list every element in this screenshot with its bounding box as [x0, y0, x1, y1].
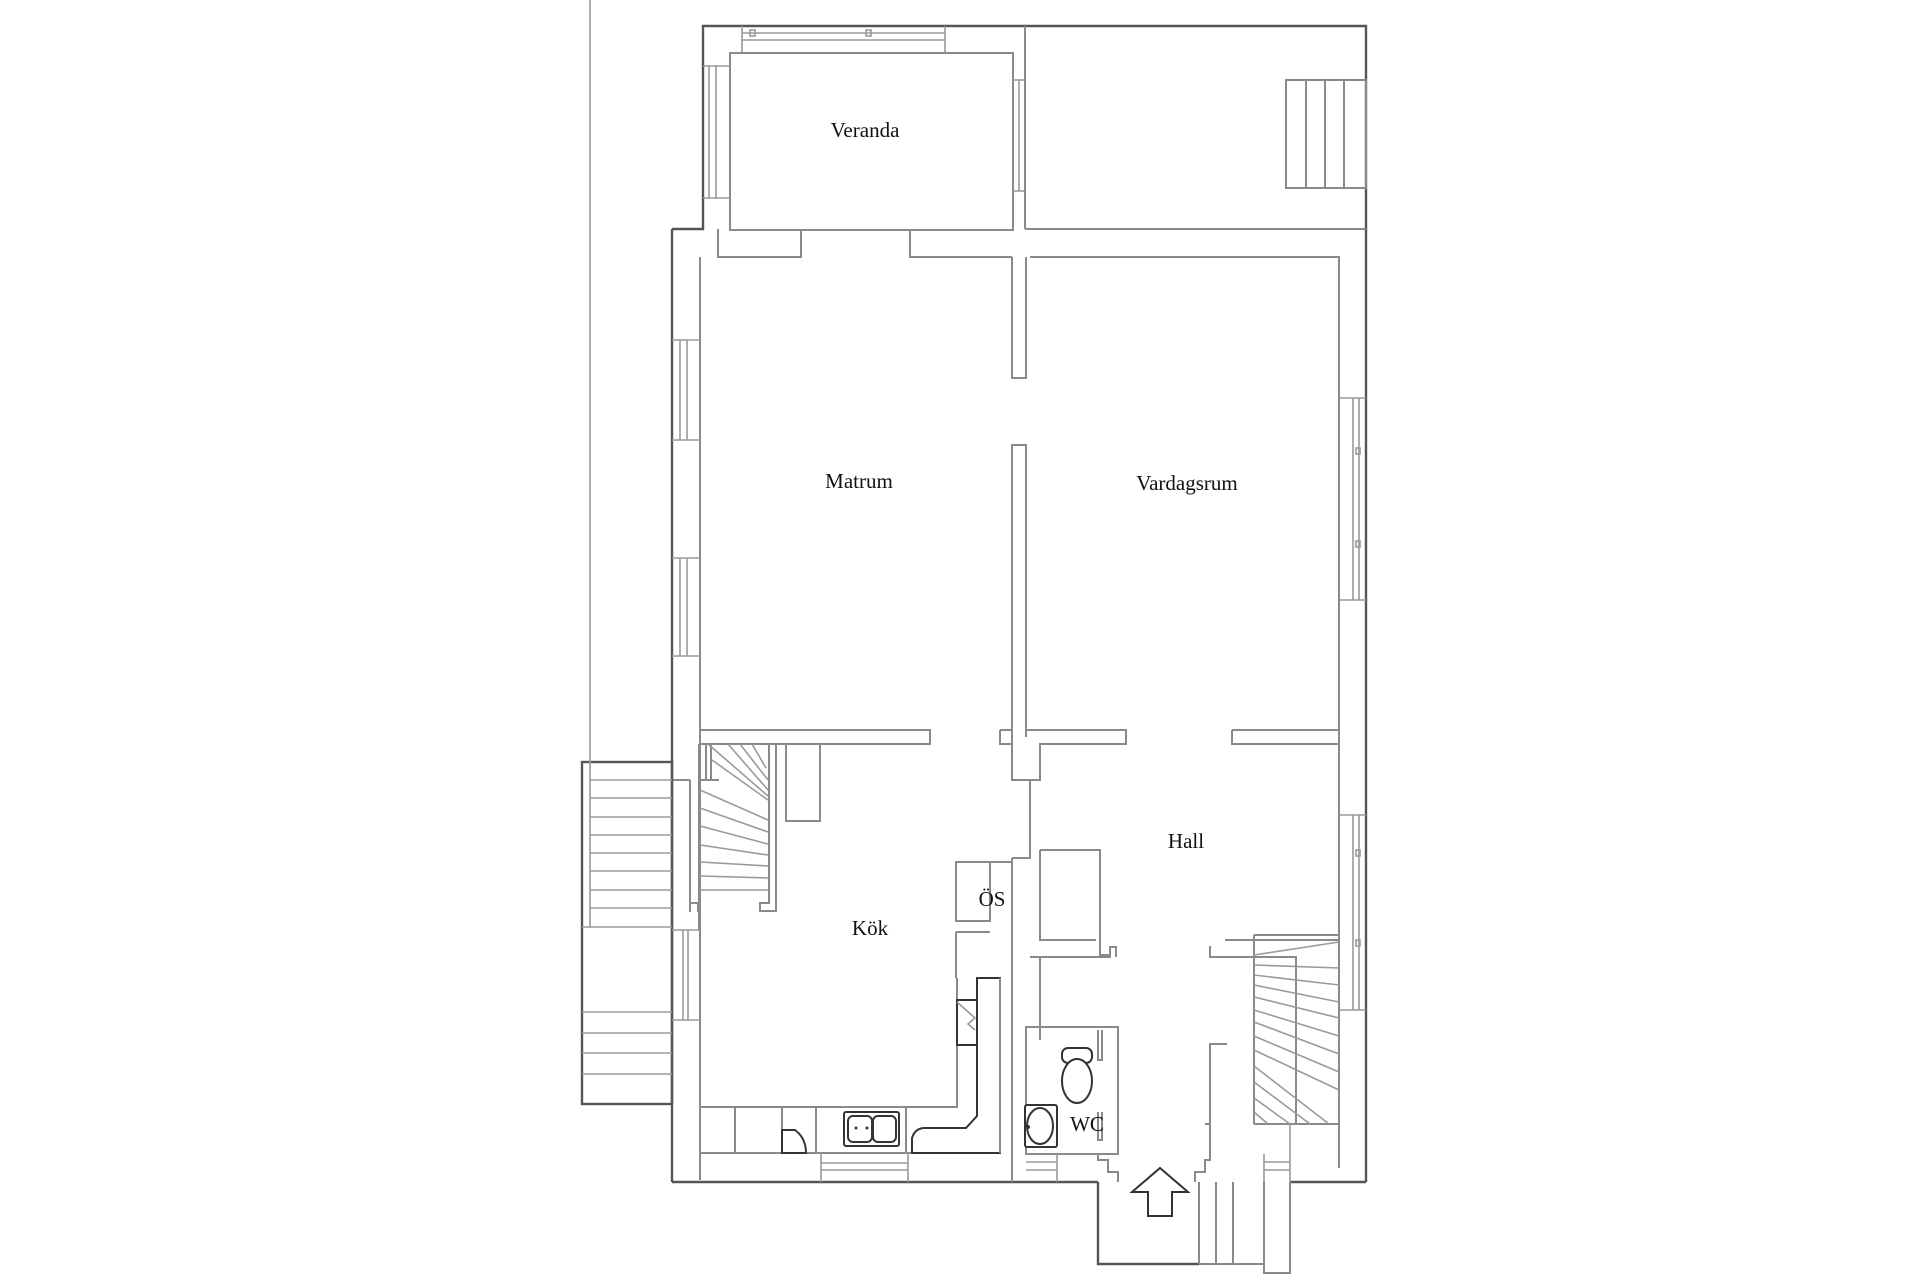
entrance-porch — [1096, 1166, 1291, 1274]
kitchen-sink-icon — [843, 1111, 900, 1147]
terrace-steps-icon — [1285, 79, 1367, 189]
toilet-icon — [1061, 1047, 1093, 1104]
dishwasher-icon — [781, 1129, 808, 1154]
label-wc: WC — [1070, 1112, 1104, 1136]
label-veranda: Veranda — [831, 118, 900, 142]
label-kok: Kök — [852, 916, 889, 940]
label-vardagsrum: Vardagsrum — [1136, 471, 1237, 495]
oven-icon — [956, 999, 978, 1046]
right-staircase-icon — [1253, 934, 1340, 1125]
entrance-arrow-icon — [1129, 1166, 1191, 1217]
label-hall: Hall — [1168, 829, 1204, 853]
upper-wing — [672, 24, 1368, 1182]
interior-walls — [672, 257, 1366, 1180]
label-os: ÖS — [979, 887, 1006, 911]
hall-wc — [1024, 780, 1340, 1182]
left-staircase-icon — [580, 0, 821, 1106]
washbasin-icon — [1024, 1104, 1058, 1148]
label-matrum: Matrum — [825, 469, 893, 493]
kitchen — [700, 780, 1031, 1182]
outer-walls — [670, 229, 1366, 1184]
room-labels: Veranda Matrum Vardagsrum Hall Kök ÖS WC — [825, 118, 1238, 1136]
